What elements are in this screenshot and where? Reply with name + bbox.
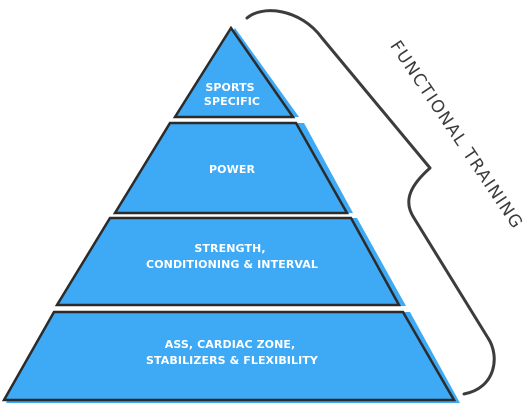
tier-label: ASS, CARDIAC ZONE, STABILIZERS & FLEXIBI… — [146, 338, 319, 367]
tier-label-line: STABILIZERS & FLEXIBILITY — [146, 354, 319, 367]
tier-label-line: SPECIFIC — [204, 95, 260, 108]
pyramid-tier-foundation: ASS, CARDIAC ZONE, STABILIZERS & FLEXIBI… — [1, 310, 460, 403]
tier-label-line: CONDITIONING & INTERVAL — [146, 258, 318, 271]
tier-shape — [172, 25, 296, 119]
tier-label: SPORTS SPECIFIC — [204, 81, 260, 108]
tier-label: POWER — [209, 163, 255, 176]
tier-label-line: POWER — [209, 163, 255, 176]
pyramid-tier-power: POWER — [112, 121, 353, 215]
tier-label-line: STRENGTH, — [194, 242, 265, 255]
tier-shape — [54, 216, 402, 307]
tier-shape — [1, 310, 457, 402]
pyramid-tier-strength: STRENGTH, CONDITIONING & INTERVAL — [54, 216, 406, 307]
tier-label-line: SPORTS — [205, 81, 254, 94]
tier-label-line: ASS, CARDIAC ZONE, — [165, 338, 296, 351]
tier-shape — [112, 121, 350, 215]
pyramid-tier-sports-specific: SPORTS SPECIFIC — [172, 25, 299, 119]
functional-training-label: FUNCTIONAL TRAINING — [385, 37, 525, 233]
tier-label: STRENGTH, CONDITIONING & INTERVAL — [146, 242, 318, 271]
curly-brace-icon — [245, 9, 496, 396]
